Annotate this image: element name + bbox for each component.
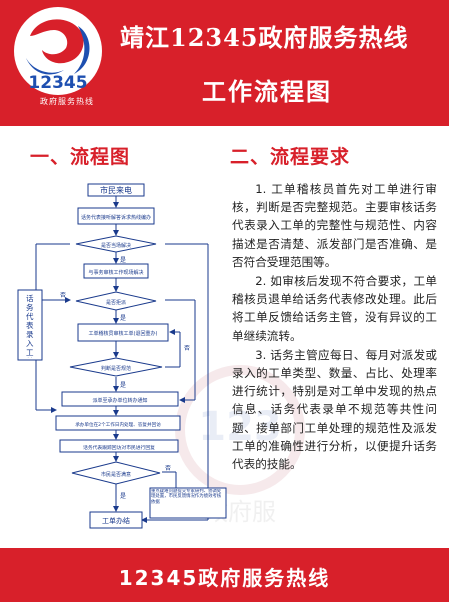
flow-yes-label-2: 是 bbox=[120, 315, 126, 322]
flow-decision-standard bbox=[69, 357, 163, 377]
flow-review-box bbox=[77, 323, 169, 342]
flow-decision-solve bbox=[75, 235, 157, 253]
flow-decision-satisfied bbox=[71, 461, 161, 485]
header-banner: 12345 政府服务热线 靖江12345政府服务热线 工作流程图 bbox=[0, 0, 449, 126]
flow-dispatch-label: 派单至承办单位转办通知 bbox=[92, 397, 147, 404]
page-subtitle: 工作流程图 bbox=[202, 77, 332, 106]
flow-review-label: 工单稽核员审核工单(退回重办) bbox=[89, 330, 158, 337]
flow-dispatch-box bbox=[61, 391, 179, 407]
flow-decision-reject bbox=[75, 291, 157, 311]
flow-online-box bbox=[83, 263, 149, 279]
requirement-2: 2. 如审核后发现不符合要求，工单稽核员退单给话务代表修改处理。此后将工单反馈给… bbox=[232, 274, 437, 343]
flow-record-box bbox=[77, 207, 155, 225]
flow-yes-label-1: 是 bbox=[120, 257, 126, 264]
flow-feedback-label: 话务代表跟踪回访对市民进行回复 bbox=[83, 444, 155, 451]
flow-section-title: 一、流程图 bbox=[30, 146, 131, 168]
flow-decision-reject-label: 是否拒派 bbox=[106, 299, 126, 306]
flow-yes-label-4: 是 bbox=[120, 493, 126, 500]
flow-yes-label-3: 是 bbox=[120, 382, 126, 389]
flow-record-label: 话务代表接听解答诉求热线编办 bbox=[81, 214, 151, 221]
flow-decision-solve-label: 是否当场解决 bbox=[101, 242, 131, 249]
footer-banner: 12345政府服务热线 bbox=[0, 548, 449, 602]
flow-side-label: 话务代表录入工单 bbox=[26, 294, 34, 358]
flow-start-box bbox=[87, 183, 145, 197]
requirements-section-title: 二、流程要求 bbox=[230, 146, 351, 168]
flow-end-label: 工单办结 bbox=[102, 516, 130, 525]
flow-no-label-2: 否 bbox=[184, 345, 190, 352]
hotline-logo-icon: 12345 bbox=[14, 7, 102, 95]
logo-number: 12345 bbox=[28, 73, 87, 93]
page-title: 靖江12345政府服务热线 bbox=[120, 23, 409, 52]
flow-end-box bbox=[89, 511, 143, 529]
svg-text:123: 123 bbox=[198, 404, 282, 450]
requirements-text: 1. 工单稽核员首先对工单进行审核，判断是否完整规范。主要审核话务代表录入工单的… bbox=[232, 180, 437, 474]
flow-feedback-box bbox=[59, 439, 179, 453]
footer-text: 12345政府服务热线 bbox=[118, 566, 331, 590]
logo-caption: 政府服务热线 bbox=[40, 97, 94, 106]
flow-decision-satisfied-label: 市民是否满意 bbox=[101, 471, 131, 478]
flow-no-label-1: 否 bbox=[60, 292, 66, 299]
watermark-text: 政府服 bbox=[204, 498, 276, 526]
flow-process-label: 承办单位在2个工作日内处理、答复并回访 bbox=[75, 421, 161, 428]
flow-online-label: 与事务审核工作现场解决 bbox=[88, 269, 143, 276]
flow-process-box bbox=[55, 415, 181, 431]
flow-decision-standard-label: 判断是否规范 bbox=[101, 365, 131, 372]
requirement-3: 3. 话务主管应每日、每月对派发或录入的工单类型、数量、占比、处理率进行统计，特… bbox=[232, 347, 437, 472]
flow-start-label: 市民来电 bbox=[100, 185, 132, 195]
requirement-1: 1. 工单稽核员首先对工单进行审核，判断是否完整规范。主要审核话务代表录入工单的… bbox=[232, 182, 437, 269]
flow-side-box bbox=[17, 289, 43, 361]
